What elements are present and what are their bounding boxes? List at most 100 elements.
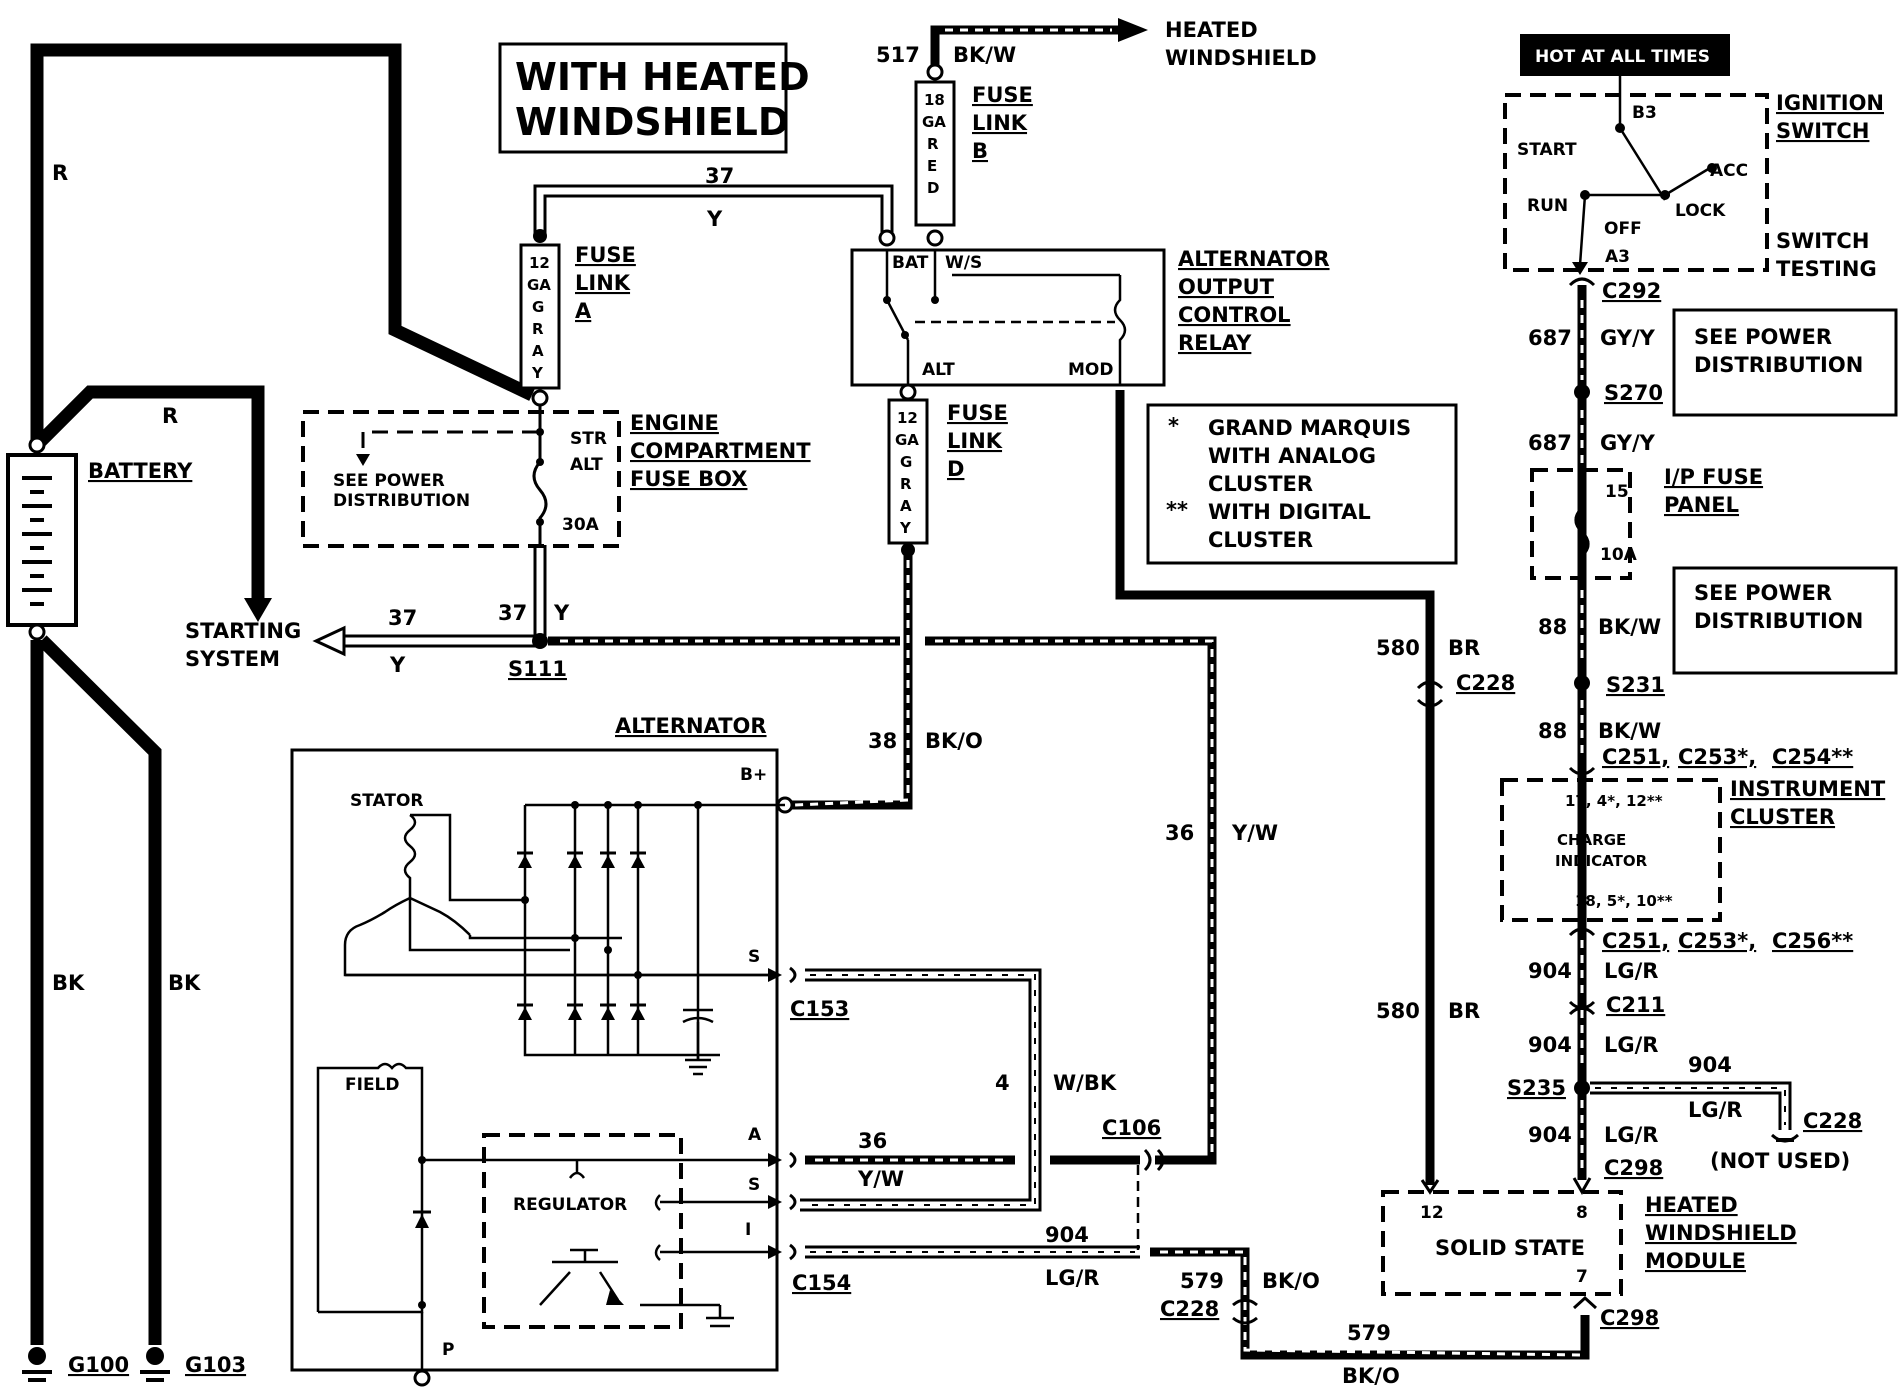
starting-color: Y [389, 653, 406, 677]
fusebox-see-1: SEE POWER [333, 471, 445, 491]
ign-lock: LOCK [1675, 201, 1726, 221]
ground-g103-label: G103 [185, 1353, 246, 1377]
fusebox-outline [301, 410, 621, 548]
svg-text:G: G [532, 298, 544, 316]
wire-517-color: BK/W [953, 43, 1016, 67]
fuse-link-b-l2: LINK [972, 111, 1028, 135]
fusebox-see-2: DISTRIBUTION [333, 491, 470, 511]
note-star-2: ** [1166, 498, 1188, 522]
svg-text:A: A [532, 342, 544, 360]
c904a: LG/R [1604, 959, 1658, 983]
svg-text:12: 12 [529, 254, 550, 272]
wire-bk-right: BK [168, 971, 201, 995]
w88b: 88 [1538, 719, 1567, 743]
c211-label: C211 [1606, 993, 1665, 1017]
wire-36-right-circuit: 36 [1165, 821, 1194, 845]
relay-label-1: ALTERNATOR [1178, 247, 1330, 271]
w904b: 904 [1528, 1033, 1572, 1057]
fuse-link-a-l2: LINK [575, 271, 631, 295]
ign-start: START [1517, 140, 1577, 160]
connector-c298-bot [1572, 1295, 1598, 1310]
relay-label-4: RELAY [1178, 331, 1252, 355]
title-line-1: WITH HEATED [515, 55, 810, 99]
w88a: 88 [1538, 615, 1567, 639]
svg-text:D: D [927, 179, 939, 197]
reg-i-arrow [768, 1245, 782, 1259]
relay-coil [952, 273, 1127, 385]
module-p7: 7 [1576, 1267, 1588, 1287]
fuse-link-d-l2: LINK [947, 429, 1003, 453]
alt-s2: S [748, 1175, 760, 1195]
wire-bk-left: BK [52, 971, 85, 995]
c251a: C251, [1602, 745, 1669, 769]
hot-label-box [1520, 34, 1730, 76]
relay-box [850, 248, 1166, 387]
ign-run: RUN [1527, 196, 1568, 216]
w904d: 904 [1528, 1123, 1572, 1147]
connector-c251-top [1568, 766, 1596, 776]
battery-red-wire-top [30, 43, 535, 440]
c687b: GY/Y [1600, 431, 1656, 455]
wire-904-lgr [805, 1245, 1140, 1259]
fusebox-alt: ALT [570, 455, 603, 475]
see-power-box-1 [1672, 308, 1898, 417]
cluster-label-2: CLUSTER [1730, 805, 1835, 829]
see-power-box-2 [1672, 566, 1898, 675]
module-p12: 12 [1420, 1203, 1444, 1223]
ign-label-2: SWITCH [1776, 119, 1869, 143]
alt-i: I [745, 1220, 751, 1240]
see-power-2b: DISTRIBUTION [1694, 609, 1863, 633]
wire-36-yw-right [925, 636, 1217, 1165]
battery-plus-terminal [28, 436, 46, 454]
alt-a: A [748, 1125, 762, 1145]
see-power-1b: DISTRIBUTION [1694, 353, 1863, 377]
starter-arrow-down [244, 598, 272, 622]
wire-36-bottom-circuit: 36 [858, 1129, 887, 1153]
title-box [498, 42, 788, 154]
connector-c211 [1568, 1000, 1596, 1016]
ign-b3: B3 [1632, 103, 1657, 123]
wire-36-right-color: Y/W [1231, 821, 1278, 845]
alternator-label: ALTERNATOR [615, 714, 767, 738]
svg-text:G: G [900, 453, 912, 471]
stator-s-arrow [768, 968, 782, 982]
fusebox-label-2: COMPARTMENT [630, 439, 811, 463]
svg-text:R: R [532, 320, 544, 338]
connector-c228-580-label: C228 [1456, 671, 1515, 695]
fuse-link-a-bottom [531, 389, 549, 407]
fusebox-see-arrow [361, 430, 538, 456]
heated-out-label-2: WINDSHIELD [1165, 46, 1317, 70]
c254: C254** [1772, 745, 1853, 769]
wire-38-color: BK/O [925, 729, 983, 753]
note-l4: WITH DIGITAL [1208, 500, 1371, 524]
relay-mod: MOD [1068, 360, 1113, 380]
w904c: 904 [1688, 1053, 1732, 1077]
wire-580-end-v [1420, 1179, 1440, 1195]
cluster-pins-bot: 18, 5*, 10** [1575, 892, 1673, 910]
relay-contacts [885, 250, 937, 385]
note-l1: GRAND MARQUIS [1208, 416, 1411, 440]
wire-580-color-2: BR [1448, 999, 1480, 1023]
connector-c228-580 [1416, 680, 1444, 708]
module-name: SOLID STATE [1435, 1236, 1585, 1260]
regulator-i [654, 1244, 770, 1261]
note-l5: CLUSTER [1208, 528, 1313, 552]
wire-4-wbk [800, 968, 1042, 1212]
wire-579-hatch [1160, 1250, 1581, 1357]
starting-label-1: STARTING [185, 619, 301, 643]
wire-38-bko [785, 552, 913, 810]
cluster-box [1500, 778, 1722, 922]
reg-s-arrow [768, 1195, 782, 1209]
starting-circuit: 37 [388, 606, 417, 630]
wire-579-bko [1150, 1247, 1590, 1360]
svg-text:A: A [900, 497, 912, 515]
fuse-link-d-body [887, 398, 929, 545]
wire-579-color-2: BK/O [1342, 1364, 1400, 1388]
cluster-charge-1: CHARGE [1557, 831, 1626, 849]
module-p8: 8 [1576, 1203, 1588, 1223]
wire-517-circuit: 517 [876, 43, 920, 67]
w904a: 904 [1528, 959, 1572, 983]
svg-text:GA: GA [895, 431, 919, 449]
c251b: C251, [1602, 929, 1669, 953]
